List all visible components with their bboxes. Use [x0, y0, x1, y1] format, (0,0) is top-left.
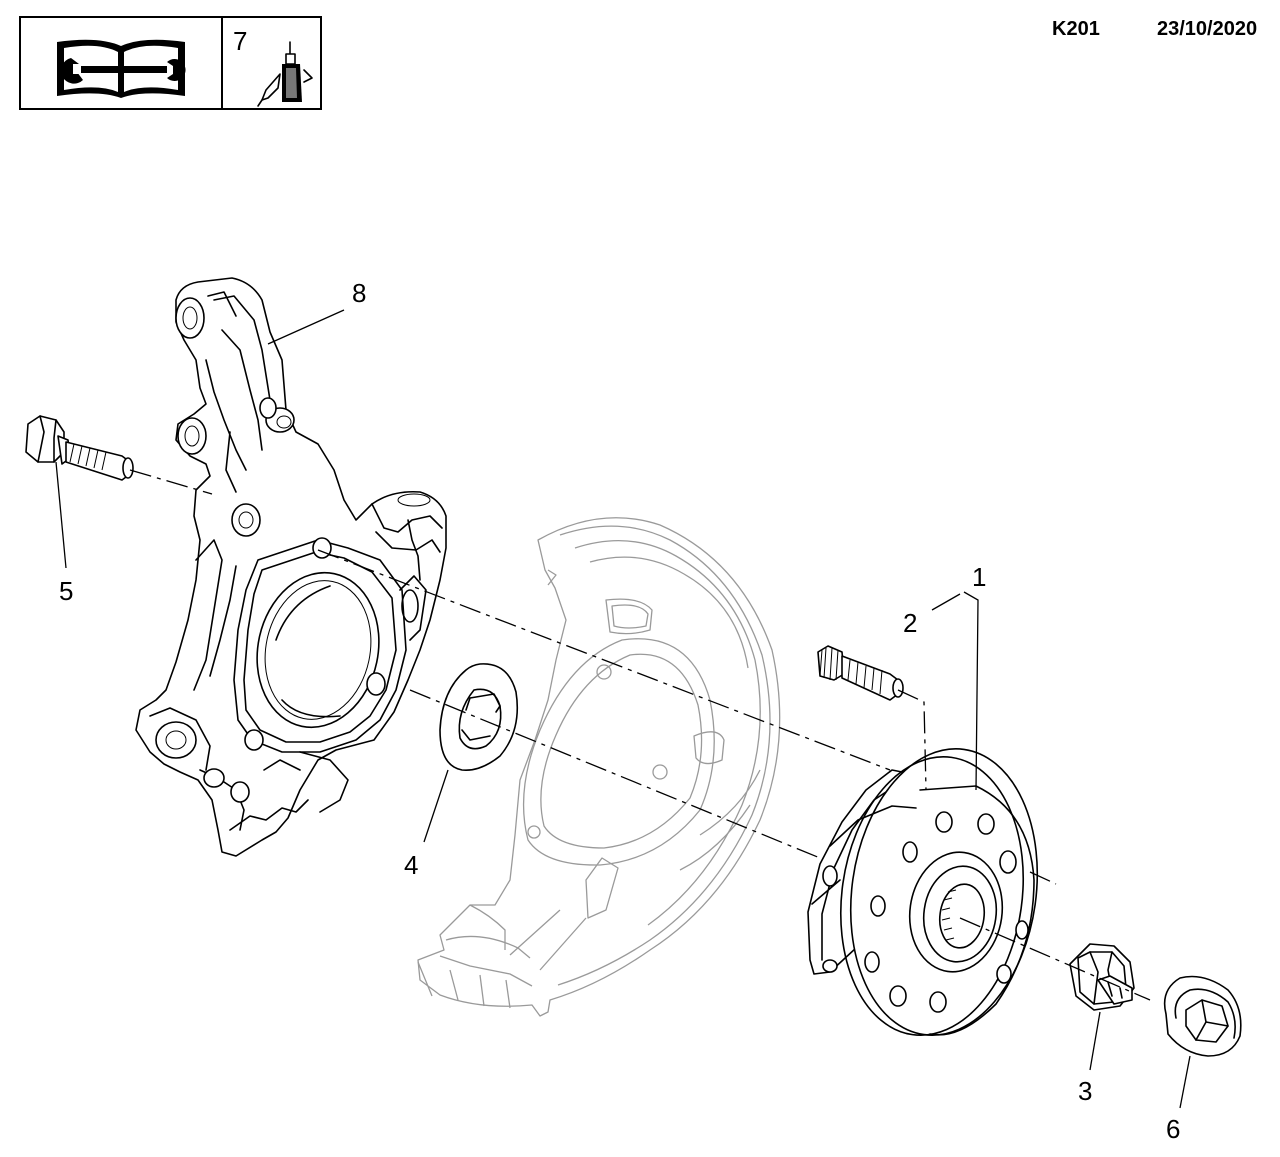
knuckle-bolt — [25, 415, 134, 481]
repair-manual-icon — [57, 39, 186, 98]
hub-nut — [1069, 943, 1135, 1011]
assembly-axes — [129, 469, 1151, 1001]
callout-8: 8 — [352, 278, 366, 308]
document-code: K201 — [1052, 18, 1100, 40]
document-date: 23/10/2020 — [1157, 18, 1258, 40]
header-divider — [221, 18, 223, 108]
note-number: 7 — [233, 26, 248, 56]
callout-1: 1 — [972, 562, 986, 592]
thread-locker-bottle-icon — [257, 41, 313, 107]
callout-5: 5 — [59, 576, 73, 606]
callout-4: 4 — [404, 850, 418, 880]
callout-2: 2 — [903, 608, 917, 638]
wheel-hub-bearing — [807, 748, 1039, 1037]
header-icon-box: 7 — [19, 16, 322, 110]
shim-ring — [439, 663, 519, 772]
brake-backing-plate — [417, 517, 781, 1017]
leader-lines — [55, 309, 1191, 1109]
steering-knuckle — [135, 277, 447, 857]
dust-cap — [1163, 975, 1242, 1057]
callout-3: 3 — [1078, 1076, 1092, 1106]
callout-6: 6 — [1166, 1114, 1180, 1144]
wheel-stud — [817, 645, 904, 701]
